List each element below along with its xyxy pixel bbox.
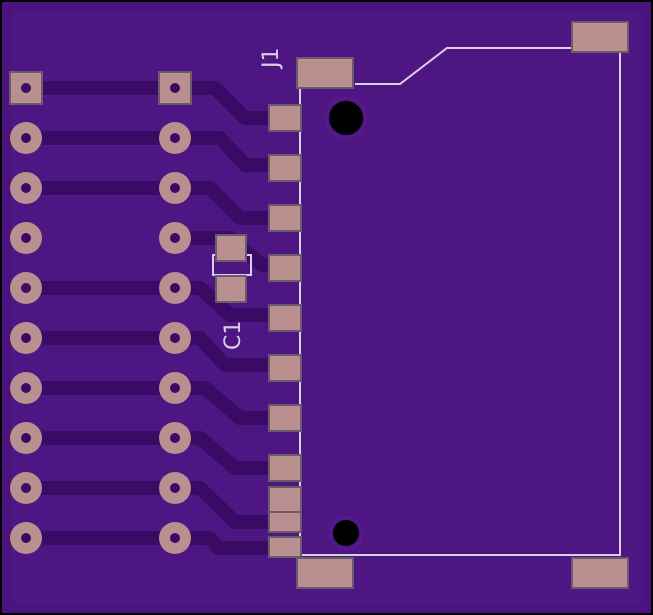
trace-clearance (25, 95, 176, 197)
j1-mount-pad-top-right (571, 21, 629, 53)
trace-r2 (168, 131, 292, 172)
j1-mount-pad-top-left (296, 57, 354, 89)
j1-pad-5 (268, 304, 302, 332)
j1-outline-top (355, 47, 575, 85)
j1-mount-pad-bottom-left (296, 557, 354, 589)
header-pin-1-square (9, 71, 43, 105)
j1-pad-8 (268, 454, 302, 482)
copper-pour (12, 10, 642, 605)
header-pin-1-drill (21, 83, 31, 93)
j1-pad-4 (268, 254, 302, 282)
capacitor-c1: C1 (212, 234, 252, 350)
header-pads (9, 71, 192, 554)
c1-pad-1 (215, 234, 247, 262)
j1-pad-10 (268, 511, 302, 533)
j1-pad-11 (268, 536, 302, 558)
c1-pad-2 (215, 275, 247, 303)
j1-pad-9 (268, 486, 302, 514)
j1-pad-1 (268, 104, 302, 132)
j1-pad-2 (268, 154, 302, 182)
j1-pad-3 (268, 204, 302, 232)
j1-pad-7 (268, 404, 302, 432)
j1-pad-6 (268, 354, 302, 382)
trace-r1 (168, 81, 292, 125)
connector-j1: J1 (259, 21, 629, 589)
j1-label: J1 (259, 48, 284, 71)
c1-label: C1 (221, 321, 246, 350)
j1-mount-pad-bottom-right (571, 557, 629, 589)
trace-r3 (168, 181, 292, 225)
trace-r10 (168, 531, 292, 555)
